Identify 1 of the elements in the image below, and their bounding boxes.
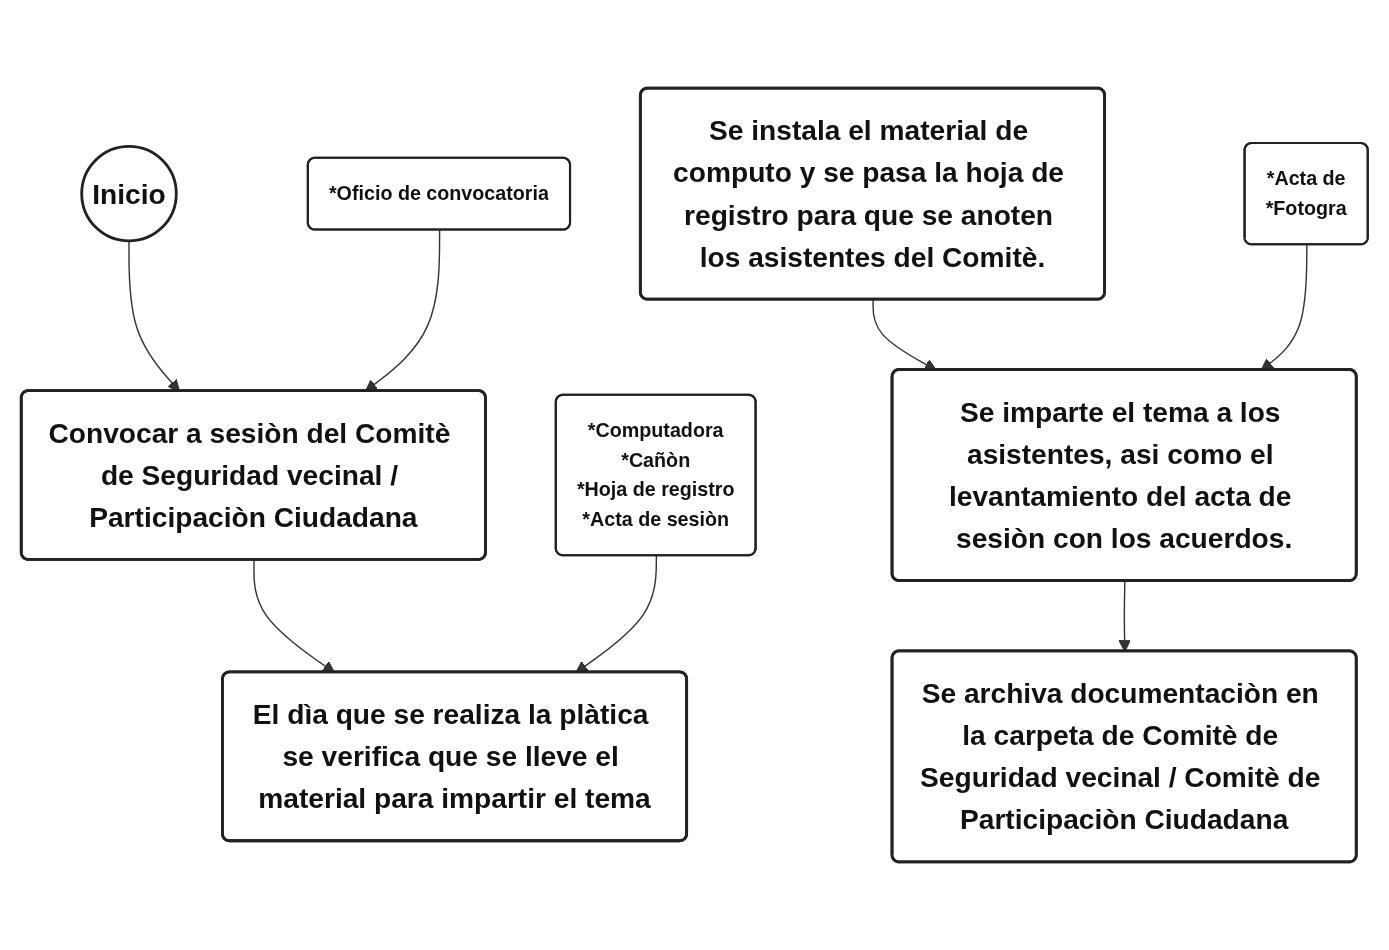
node-circle: Inicio xyxy=(80,144,178,243)
